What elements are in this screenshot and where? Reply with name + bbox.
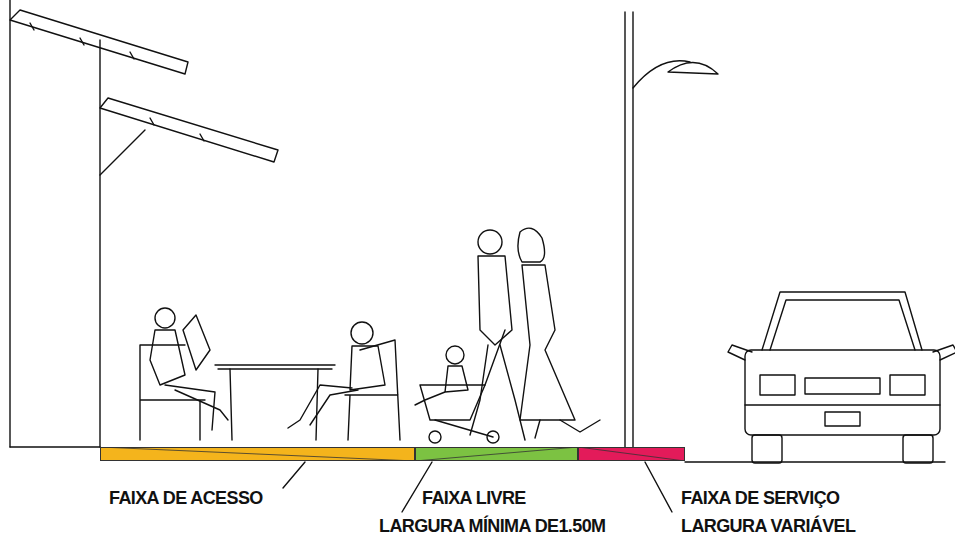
sidewalk-band: FAIXA LIVRELARGURA MÍNIMA DE1.50M — [415, 447, 578, 461]
band-slope — [578, 447, 685, 461]
car-roof — [762, 292, 922, 350]
lamp-post — [624, 12, 625, 447]
slope-line — [415, 447, 578, 461]
chair — [345, 340, 400, 440]
child-head — [446, 346, 464, 364]
building-column — [99, 40, 100, 447]
person-head — [518, 228, 545, 262]
band-label: FAIXA DE ACESSO — [109, 487, 263, 509]
lamp-post — [632, 12, 633, 447]
awning-detail — [30, 23, 34, 30]
awning — [10, 10, 188, 74]
car-headlight — [890, 375, 925, 395]
person-head — [155, 308, 175, 328]
newspaper — [183, 315, 210, 370]
stroller-frame — [435, 420, 493, 437]
car-grille — [805, 378, 880, 394]
car-windshield — [770, 300, 915, 350]
stroller-wheel — [429, 431, 441, 443]
person-head — [351, 322, 373, 344]
sidewalk-band: FAIXA DE SERVIÇOLARGURA VARIÁVEL — [578, 447, 685, 461]
awning-detail — [130, 52, 134, 59]
band-width-note: LARGURA MÍNIMA DE1.50M — [379, 515, 605, 537]
cafe-table — [218, 368, 332, 369]
person-dress — [520, 265, 575, 420]
band-slope — [415, 447, 578, 461]
car-bumper — [745, 404, 940, 405]
table-leg — [230, 369, 232, 440]
lamp-head — [668, 62, 718, 74]
wall-base — [10, 446, 100, 447]
car-body — [745, 350, 940, 435]
slope-line — [100, 447, 415, 461]
person-body — [478, 256, 512, 345]
person-body — [150, 330, 185, 385]
leader-line — [283, 462, 305, 488]
cafe-table — [215, 364, 335, 365]
person-head — [478, 230, 502, 254]
awning-detail — [80, 38, 84, 45]
person-legs — [470, 345, 525, 440]
person-legs — [288, 385, 358, 428]
table-leg — [316, 369, 318, 440]
band-label: FAIXA DE SERVIÇO — [681, 487, 839, 509]
person-legs — [165, 385, 228, 430]
person-legs — [535, 420, 600, 438]
band-label: FAIXA LIVRE — [422, 487, 526, 509]
car-mirror — [728, 345, 752, 360]
awning-bracket — [100, 130, 145, 175]
awning — [100, 98, 278, 162]
car-plate — [825, 412, 860, 426]
building-wall — [9, 0, 10, 447]
child-body — [415, 366, 468, 405]
car-wheel — [903, 435, 933, 463]
band-width-note: LARGURA VARIÁVEL — [681, 515, 855, 537]
slope-line — [578, 447, 685, 461]
person-body — [350, 346, 385, 390]
car-headlight — [760, 375, 795, 395]
car-wheel — [752, 435, 782, 463]
sidewalk-band: FAIXA DE ACESSO — [100, 447, 415, 461]
awning-detail — [200, 134, 204, 141]
leader-line — [645, 462, 672, 512]
awning-detail — [150, 118, 154, 125]
band-slope — [100, 447, 415, 461]
car-mirror — [933, 345, 955, 360]
